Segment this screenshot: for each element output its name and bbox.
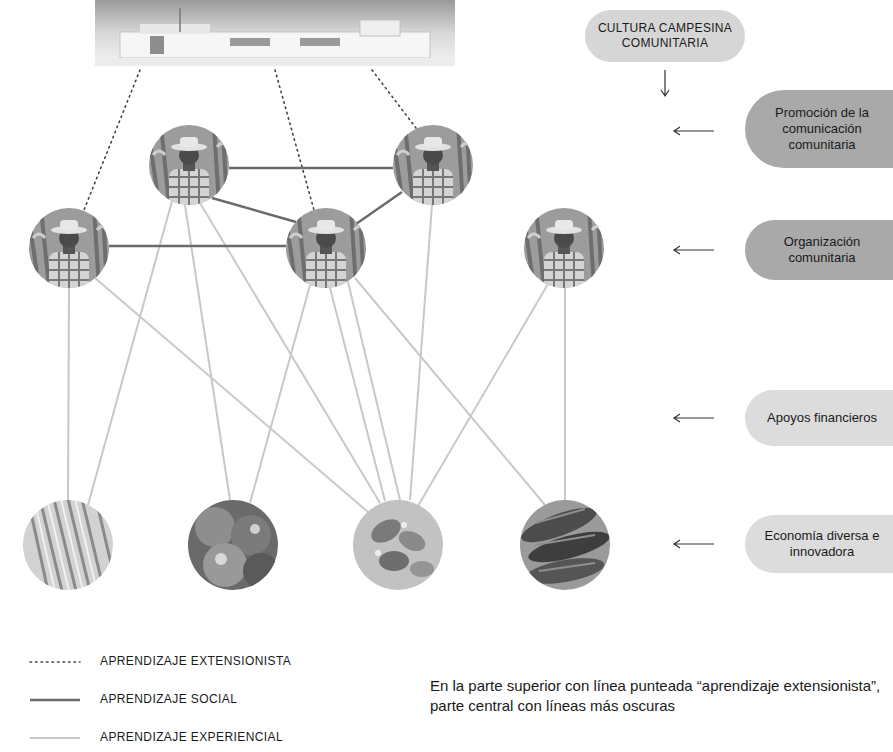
legend-row: APRENDIZAJE EXPERIENCIAL <box>22 728 342 748</box>
pill-text: Promoción de la comunicación comunitaria <box>759 105 885 154</box>
legend-line-sample <box>22 690 84 710</box>
legend-text: APRENDIZAJE EXTENSIONISTA <box>100 654 291 668</box>
factor-pill: Promoción de la comunicación comunitaria <box>745 90 893 168</box>
pill-text: Economía diversa e innovadora <box>759 528 885 561</box>
pill-text: Organización comunitaria <box>759 234 885 267</box>
caption-text: En la parte superior con línea punteada … <box>430 676 882 717</box>
legend-line-sample <box>22 728 84 748</box>
legend-text: APRENDIZAJE SOCIAL <box>100 692 237 706</box>
pill-text: Apoyos financieros <box>767 410 877 426</box>
context-pill: CULTURA CAMPESINA COMUNITARIA <box>585 10 745 62</box>
legend-row: APRENDIZAJE EXTENSIONISTA <box>22 652 342 672</box>
legend-row: APRENDIZAJE SOCIAL <box>22 690 342 710</box>
legend-line-sample <box>22 652 84 672</box>
pill-text: CULTURA CAMPESINA COMUNITARIA <box>597 21 733 51</box>
factor-pill: Apoyos financieros <box>745 390 893 446</box>
legend-text: APRENDIZAJE EXPERIENCIAL <box>100 730 283 744</box>
factor-pill: Organización comunitaria <box>745 220 893 280</box>
factor-pill: Economía diversa e innovadora <box>745 515 893 573</box>
